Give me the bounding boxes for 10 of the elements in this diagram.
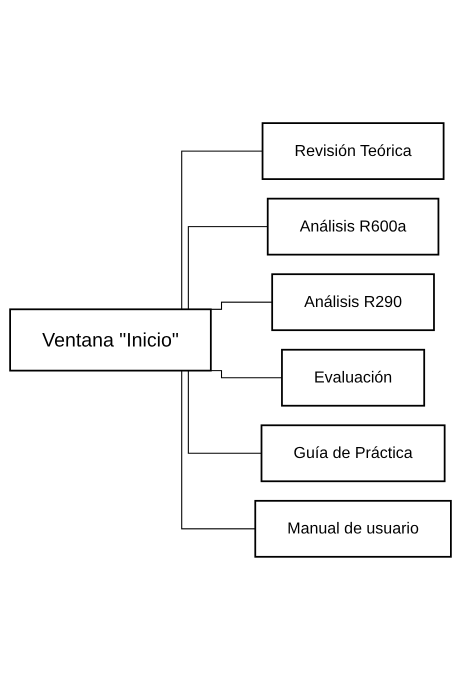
node-box xyxy=(271,272,435,331)
node-box xyxy=(260,424,446,482)
connector xyxy=(210,301,272,310)
node-box xyxy=(266,197,440,256)
connector xyxy=(210,370,282,378)
diagram: Ventana "Inicio" Revisión Teórica Análisis R600a Análisis R290 Evaluación Guía de Práctica Manual de usuario xyxy=(3,116,458,564)
node-box xyxy=(262,122,444,180)
node-box xyxy=(9,308,212,372)
node-box xyxy=(254,499,452,558)
node-box xyxy=(281,348,426,406)
